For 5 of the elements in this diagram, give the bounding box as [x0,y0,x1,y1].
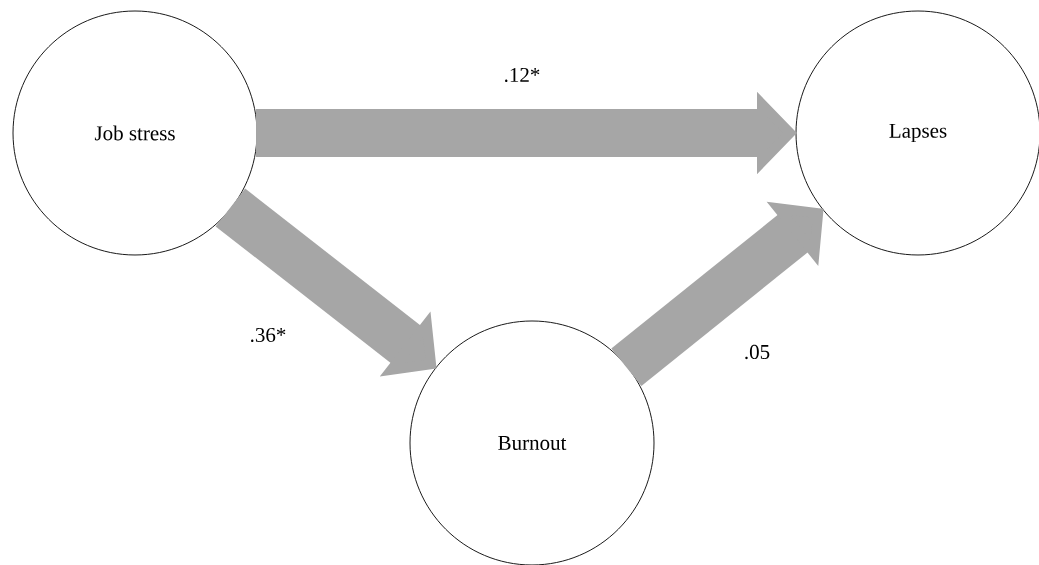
edge-label: .36* [251,327,286,343]
edge-label: .05 [745,344,770,360]
circle-node: Job stress [12,10,258,256]
arrow [611,201,824,386]
edge-label: .12* [505,67,540,83]
